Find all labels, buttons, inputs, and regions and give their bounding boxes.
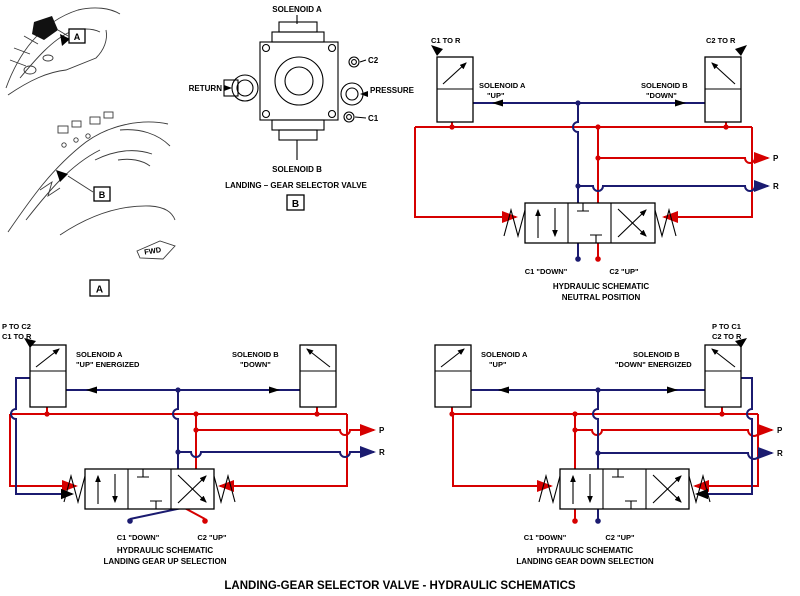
detail-b-callout-box [93, 186, 111, 202]
detail-b-arrow-icon [56, 170, 68, 182]
neutral-port-p-label: P [773, 154, 779, 163]
up-caption-1: HYDRAULIC SCHEMATIC [117, 546, 214, 555]
up-c2-label: C2 "UP" [197, 533, 227, 542]
down-caption-1: HYDRAULIC SCHEMATIC [537, 546, 634, 555]
down-solenoid-a-label: SOLENOID A [481, 350, 528, 359]
detail-a-callout-box [68, 28, 86, 44]
down-selector-valve-symbol [538, 468, 711, 510]
neutral-solenoid-a-symbol [431, 45, 474, 123]
down-port-p-label: P [777, 426, 783, 435]
neutral-return-lines [473, 102, 770, 257]
c2-port-label: C2 [368, 56, 379, 65]
neutral-corner-left-label: C1 TO R [431, 36, 461, 45]
valve-illustration-caption: LANDING – GEAR SELECTOR VALVE [225, 181, 367, 190]
figure-b-callout-box [286, 194, 305, 211]
return-port-label: RETURN [189, 84, 223, 93]
down-solenoid-a-state: "UP" [489, 360, 507, 369]
left-spring-icon [503, 207, 526, 239]
right-spring-icon [688, 473, 711, 505]
up-solenoid-a-label: SOLENOID A [76, 350, 123, 359]
down-corner-label-2: C2 TO R [712, 332, 742, 341]
down-corner-arrow-icon [735, 338, 747, 348]
fwd-direction-arrow: FWD [136, 240, 176, 260]
neutral-c2-port-dot [595, 256, 601, 262]
view-a-label: A [96, 285, 103, 296]
c2-port-boss [348, 56, 360, 68]
up-selection-schematic: P TO C2 C1 TO R SOLENOID A "UP" ENERGIZE… [2, 322, 385, 566]
up-corner-label-1: P TO C2 [2, 322, 31, 331]
up-solenoid-a-state: "UP" ENERGIZED [76, 360, 140, 369]
up-selector-valve-symbol [63, 468, 236, 510]
down-solenoid-b-label: SOLENOID B [633, 350, 680, 359]
neutral-c1-label: C1 "DOWN" [525, 267, 568, 276]
up-port-r-label: R [379, 448, 385, 457]
up-c1-port-dot [127, 518, 133, 524]
down-solenoid-b-state: "DOWN" ENERGIZED [615, 360, 692, 369]
neutral-c1-port-dot [575, 256, 581, 262]
up-c1-label: C1 "DOWN" [117, 533, 160, 542]
cockpit-console-sketch: B FWD A [7, 111, 176, 297]
down-c2-port-dot [595, 518, 601, 524]
neutral-caption-2: NEUTRAL POSITION [562, 293, 641, 302]
valve-location-marker [32, 16, 58, 40]
neutral-solenoid-b-symbol [704, 45, 747, 123]
neutral-solenoid-b-state: "DOWN" [646, 91, 677, 100]
neutral-corner-arrow-left-icon [431, 45, 443, 56]
illustration-solenoid-b-label: SOLENOID B [272, 165, 322, 174]
down-selection-schematic: P TO C1 C2 TO R SOLENOID A "UP" SOLENOID… [434, 322, 783, 566]
up-caption-2: LANDING GEAR UP SELECTION [104, 557, 227, 566]
neutral-solenoid-a-state: "UP" [487, 91, 505, 100]
neutral-c2-label: C2 "UP" [609, 267, 639, 276]
up-port-p-label: P [379, 426, 385, 435]
c1-port-boss [343, 111, 355, 123]
up-corner-arrow-icon [24, 338, 36, 348]
detail-b-callout-label: B [99, 190, 106, 200]
pressure-arrow-icon [360, 91, 368, 97]
c1-port-label: C1 [368, 114, 379, 123]
down-port-r-label: R [777, 449, 783, 458]
return-arrow-icon [224, 85, 232, 91]
up-solenoid-a-symbol [24, 338, 67, 408]
down-c1-label: C1 "DOWN" [524, 533, 567, 542]
down-return-lines [471, 377, 774, 519]
up-solenoid-b-state: "DOWN" [240, 360, 271, 369]
left-spring-icon [538, 473, 561, 505]
illustration-solenoid-a-label: SOLENOID A [272, 5, 322, 14]
neutral-corner-right-label: C2 TO R [706, 36, 736, 45]
right-spring-icon [654, 207, 677, 239]
neutral-solenoid-a-label: SOLENOID A [479, 81, 526, 90]
neutral-schematic: C1 TO R C2 TO R SOLENOID A "UP" SOLENOID… [414, 36, 779, 302]
selector-valve-illustration: SOLENOID A C2 [189, 5, 415, 211]
neutral-port-r-label: R [773, 182, 779, 191]
neutral-solenoid-b-label: SOLENOID B [641, 81, 688, 90]
down-caption-2: LANDING GEAR DOWN SELECTION [516, 557, 654, 566]
up-c2-port-dot [202, 518, 208, 524]
down-c1-port-dot [572, 518, 578, 524]
up-solenoid-b-symbol [299, 344, 337, 408]
pressure-port-label: PRESSURE [370, 86, 415, 95]
left-spring-icon [63, 473, 86, 505]
aircraft-nose-sketch: A [5, 7, 121, 96]
right-spring-icon [213, 473, 236, 505]
detail-a-arrow-icon [60, 34, 70, 46]
down-c2-label: C2 "UP" [605, 533, 635, 542]
neutral-caption-1: HYDRAULIC SCHEMATIC [553, 282, 650, 291]
detail-a-callout-label: A [74, 32, 81, 42]
figure-title: LANDING-GEAR SELECTOR VALVE - HYDRAULIC … [224, 580, 576, 592]
down-solenoid-a-symbol [434, 344, 472, 408]
down-solenoid-b-symbol [704, 338, 747, 408]
down-corner-label-1: P TO C1 [712, 322, 741, 331]
figure-b-callout-label: B [292, 199, 299, 210]
neutral-selector-valve-symbol [503, 202, 677, 244]
up-corner-label-2: C1 TO R [2, 332, 32, 341]
neutral-corner-arrow-right-icon [735, 45, 747, 56]
pressure-port-boss [340, 82, 364, 106]
neutral-pressure-lines [414, 95, 770, 257]
up-solenoid-b-label: SOLENOID B [232, 350, 279, 359]
fwd-label: FWD [144, 245, 163, 257]
view-a-label-box [89, 279, 110, 297]
